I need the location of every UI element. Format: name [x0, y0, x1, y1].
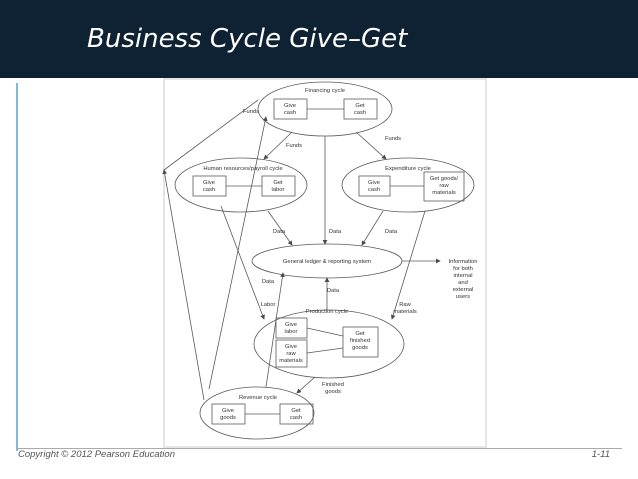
data-hr-label: Data [273, 229, 286, 235]
data-hr-arrow [267, 210, 293, 246]
expenditure-get-line1: Get goods/ [430, 176, 459, 182]
hr-get-box [261, 175, 296, 197]
hr-give-line2: cash [203, 187, 215, 193]
information-line1: Information [449, 259, 478, 265]
revenue-get-line1: Get [291, 408, 301, 414]
production-give1-line2: labor [285, 329, 298, 335]
production-give2-line3: materials [279, 358, 303, 364]
information-line4: and [458, 280, 468, 286]
finished-goods-line2: goods [325, 389, 341, 395]
expenditure-give-box [358, 175, 391, 197]
revenue-to-hr-arrow [162, 169, 205, 401]
copyright-footer: Copyright © 2012 Pearson Education [18, 449, 175, 460]
production-give-materials-box [275, 339, 308, 368]
expenditure-cycle-label: Expenditure cycle [385, 166, 431, 172]
labor-label: Labor [261, 302, 276, 308]
revenue-give-line2: goods [220, 415, 236, 421]
funds-to-exp-arrow [355, 131, 387, 160]
production-give2-line1: Give [285, 344, 297, 350]
data-exp-label: Data [385, 229, 398, 235]
finished-goods-arrow [296, 376, 316, 394]
data-exp-arrow [361, 210, 384, 246]
revenue-give-box [211, 403, 246, 425]
production-get-line1: Get [355, 331, 365, 337]
information-line2: for both [453, 266, 473, 272]
financing-get-line1: Get [355, 103, 365, 109]
finished-goods-line1: Finished [322, 382, 344, 388]
revenue-give-line1: Give [222, 408, 234, 414]
labor-arrow [220, 205, 265, 320]
expenditure-get-line2: raw [439, 183, 449, 189]
hr-cycle-label: Human resources/payroll cycle [203, 166, 282, 172]
expenditure-give-line2: cash [368, 187, 380, 193]
revenue-cycle-ellipse [199, 386, 315, 440]
data-prod-label: Data [327, 288, 340, 294]
left-accent-rule [16, 83, 18, 451]
hr-cycle-ellipse [174, 157, 308, 213]
top-loop-line [163, 99, 259, 171]
financing-get-box [343, 98, 378, 120]
production-cycle-label: Production cycle [306, 309, 349, 315]
financing-give-line1: Give [284, 103, 296, 109]
data-fin-label: Data [329, 229, 342, 235]
title-bar: Business Cycle Give–Get [0, 0, 638, 78]
revenue-get-line2: cash [290, 415, 302, 421]
hr-get-line2: labor [272, 187, 285, 193]
financing-give-box [273, 98, 308, 120]
financing-get-line2: cash [354, 110, 366, 116]
funds-to-hr-arrow [263, 131, 293, 160]
hr-give-box [192, 175, 227, 197]
funds-to-exp-label: Funds [385, 136, 401, 142]
financing-give-line2: cash [284, 110, 296, 116]
hr-give-line1: Give [203, 180, 215, 186]
raw-materials-line2: materials [393, 309, 417, 315]
production-get-box [342, 326, 379, 358]
production-give1-line1: Give [285, 322, 297, 328]
financing-cycle-label: Financing cycle [305, 88, 345, 94]
expenditure-get-box [423, 171, 465, 202]
revenue-get-box [279, 403, 314, 425]
data-rev-label: Data [262, 279, 275, 285]
funds-in-arrow [208, 116, 268, 390]
gl-label: General ledger & reporting system [283, 259, 371, 265]
page-number: 1-11 [591, 449, 610, 460]
funds-in-label: Funds [243, 109, 259, 115]
footer-rule [16, 448, 622, 449]
funds-to-hr-label: Funds [286, 143, 302, 149]
information-line6: users [456, 294, 470, 300]
production-give-labor-box [275, 317, 308, 339]
revenue-cycle-label: Revenue cycle [239, 395, 277, 401]
production-get-line3: goods [352, 345, 368, 351]
expenditure-cycle-ellipse [341, 157, 475, 213]
production-cycle-ellipse [253, 309, 405, 379]
expenditure-give-line1: Give [368, 180, 380, 186]
hr-get-line1: Get [273, 180, 283, 186]
information-line3: internal [453, 273, 472, 279]
slide-title: Business Cycle Give–Get [87, 24, 408, 54]
expenditure-get-line3: materials [432, 190, 456, 196]
raw-materials-line1: Raw [399, 302, 411, 308]
production-give2-line2: raw [286, 351, 296, 357]
data-rev-arrow [265, 272, 285, 388]
raw-materials-arrow [390, 210, 426, 320]
production-get-line2: finished [350, 338, 370, 344]
information-line5: external [453, 287, 474, 293]
